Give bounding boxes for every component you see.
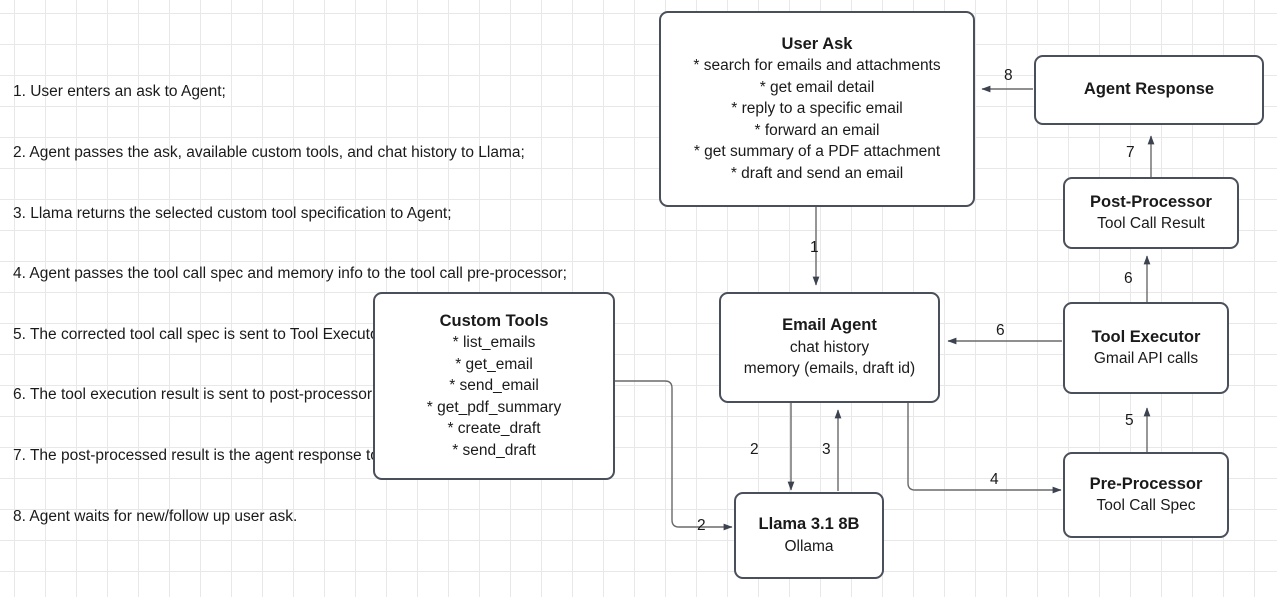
legend-line-1: 1. User enters an ask to Agent; bbox=[13, 83, 226, 101]
node-llama-title: Llama 3.1 8B bbox=[758, 515, 860, 533]
node-tool-executor[interactable]: Tool Executor Gmail API calls bbox=[1063, 302, 1229, 394]
node-user-ask-line-5: * get summary of a PDF attachment bbox=[693, 143, 941, 161]
node-custom-tools[interactable]: Custom Tools * list_emails * get_email *… bbox=[373, 292, 615, 480]
node-user-ask-line-6: * draft and send an email bbox=[730, 164, 904, 182]
edge-4-email-agent-to-pre-processor bbox=[907, 403, 1062, 494]
node-custom-tools-line-3: * send_email bbox=[449, 377, 539, 395]
node-custom-tools-line-2: * get_email bbox=[455, 355, 533, 373]
edge-label-1: 1 bbox=[810, 239, 819, 256]
node-tool-executor-title: Tool Executor bbox=[1091, 327, 1201, 346]
edge-label-8: 8 bbox=[1004, 67, 1013, 84]
node-llama-subtitle: Ollama bbox=[784, 537, 834, 555]
node-user-ask-line-1: * search for emails and attachments bbox=[693, 57, 941, 75]
node-post-processor-title: Post-Processor bbox=[1090, 192, 1212, 211]
node-email-agent-line-1: chat history bbox=[789, 338, 870, 356]
node-agent-response[interactable]: Agent Response bbox=[1034, 55, 1264, 125]
edge-label-4: 4 bbox=[990, 471, 999, 488]
edge-label-2-tools-llama: 2 bbox=[697, 517, 706, 534]
node-user-ask-title: User Ask bbox=[781, 34, 853, 53]
node-custom-tools-line-1: * list_emails bbox=[452, 334, 536, 352]
node-user-ask-line-2: * get email detail bbox=[759, 78, 875, 96]
node-email-agent-title: Email Agent bbox=[782, 316, 877, 335]
node-llama[interactable]: Llama 3.1 8B Ollama bbox=[734, 492, 884, 579]
node-email-agent-line-2: memory (emails, draft id) bbox=[743, 360, 916, 378]
legend-line-4: 4. Agent passes the tool call spec and m… bbox=[13, 265, 567, 283]
node-user-ask[interactable]: User Ask * search for emails and attachm… bbox=[659, 11, 975, 207]
edge-2-custom-tools-to-llama bbox=[615, 380, 733, 531]
legend-line-2: 2. Agent passes the ask, available custo… bbox=[13, 144, 525, 162]
node-pre-processor-subtitle: Tool Call Spec bbox=[1096, 497, 1196, 514]
node-post-processor-subtitle: Tool Call Result bbox=[1097, 215, 1205, 232]
node-agent-response-title: Agent Response bbox=[1083, 80, 1215, 99]
node-email-agent[interactable]: Email Agent chat history memory (emails,… bbox=[719, 292, 940, 403]
node-user-ask-line-4: * forward an email bbox=[754, 121, 880, 139]
node-custom-tools-title: Custom Tools bbox=[439, 311, 549, 330]
node-tool-executor-subtitle: Gmail API calls bbox=[1093, 350, 1199, 367]
node-post-processor[interactable]: Post-Processor Tool Call Result bbox=[1063, 177, 1239, 249]
legend-line-8: 8. Agent waits for new/follow up user as… bbox=[13, 507, 298, 525]
node-custom-tools-line-4: * get_pdf_summary bbox=[426, 398, 562, 416]
edge-label-6-post: 6 bbox=[1124, 270, 1133, 287]
legend-line-3: 3. Llama returns the selected custom too… bbox=[13, 204, 452, 222]
edge-label-3: 3 bbox=[822, 441, 831, 458]
edge-label-2-agent-llama: 2 bbox=[750, 441, 759, 458]
node-pre-processor[interactable]: Pre-Processor Tool Call Spec bbox=[1063, 452, 1229, 538]
edge-label-5: 5 bbox=[1125, 412, 1134, 429]
node-custom-tools-line-6: * send_draft bbox=[452, 441, 536, 459]
edge-label-7: 7 bbox=[1126, 144, 1135, 161]
node-user-ask-line-3: * reply to a specific email bbox=[731, 100, 903, 118]
node-pre-processor-title: Pre-Processor bbox=[1089, 474, 1203, 493]
node-custom-tools-line-5: * create_draft bbox=[447, 420, 541, 438]
edge-label-6-agent: 6 bbox=[996, 322, 1005, 339]
